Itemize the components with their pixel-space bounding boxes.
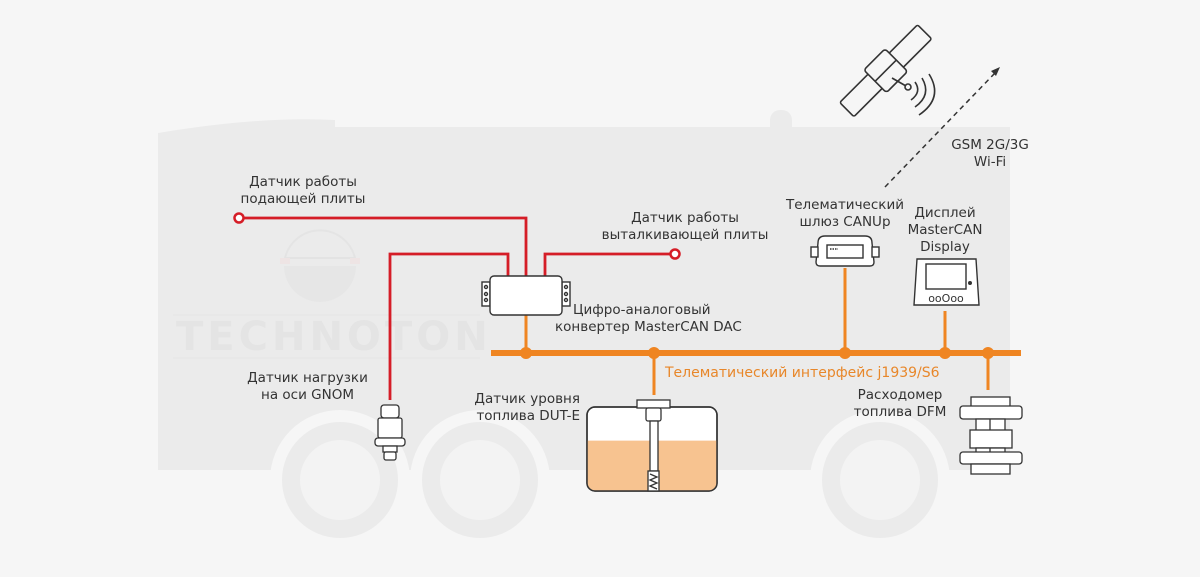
junction-display <box>939 347 951 359</box>
fuel-level-sensor-icon <box>636 399 671 492</box>
wireless-label: GSM 2G/3G Wi-Fi <box>951 137 1029 170</box>
junction-dut <box>648 347 660 359</box>
display-label: Дисплей MasterCAN Display <box>907 205 983 255</box>
technoton-watermark: TECHNOTON <box>173 229 492 360</box>
wire-push-plate <box>543 252 673 276</box>
junction-dac <box>520 347 532 359</box>
wireless-link-arrow <box>884 67 1000 188</box>
telematics-bus-label: Телематический интерфейс j1939/S6 <box>665 365 940 381</box>
telematics-gateway-label: Телематический шлюз CANUp <box>786 197 904 230</box>
junction-dfm <box>982 347 994 359</box>
push-plate-sensor-label: Датчик работы выталкивающей плиты <box>601 210 769 243</box>
feed-plate-sensor-point <box>233 212 245 224</box>
junction-canup <box>839 347 851 359</box>
telematics-gateway-icon[interactable] <box>810 235 880 267</box>
fuel-level-sensor-label: Датчик уровня топлива DUT-E <box>474 391 580 424</box>
fuel-tank-icon[interactable] <box>586 399 718 492</box>
wire-feed-plate <box>239 216 528 276</box>
axle-load-sensor-label: Датчик нагрузки на оси GNOM <box>247 370 368 403</box>
can-bus <box>491 268 1021 395</box>
red-sensor-wires <box>239 216 673 400</box>
axle-load-sensor-icon[interactable] <box>374 404 406 461</box>
push-plate-sensor-point <box>669 248 681 260</box>
fuel-flow-meter-icon[interactable] <box>959 396 1023 475</box>
watermark-text: TECHNOTON <box>176 314 492 360</box>
dac-converter-icon[interactable] <box>481 275 571 316</box>
wire-axle-load <box>388 252 510 400</box>
truck-silhouette <box>0 110 1200 573</box>
feed-plate-sensor-label: Датчик работы подающей плиты <box>240 174 366 207</box>
fuel-flow-meter-label: Расходомер топлива DFM <box>853 387 947 420</box>
display-buttons: ooOoo <box>928 292 964 305</box>
bus-junctions <box>520 347 994 359</box>
mastercan-display-icon[interactable]: ooOoo <box>913 258 980 306</box>
dac-converter-label: Цифро-аналоговый конвертер MasterCAN DAC <box>555 302 742 335</box>
satellite-icon <box>839 24 936 117</box>
